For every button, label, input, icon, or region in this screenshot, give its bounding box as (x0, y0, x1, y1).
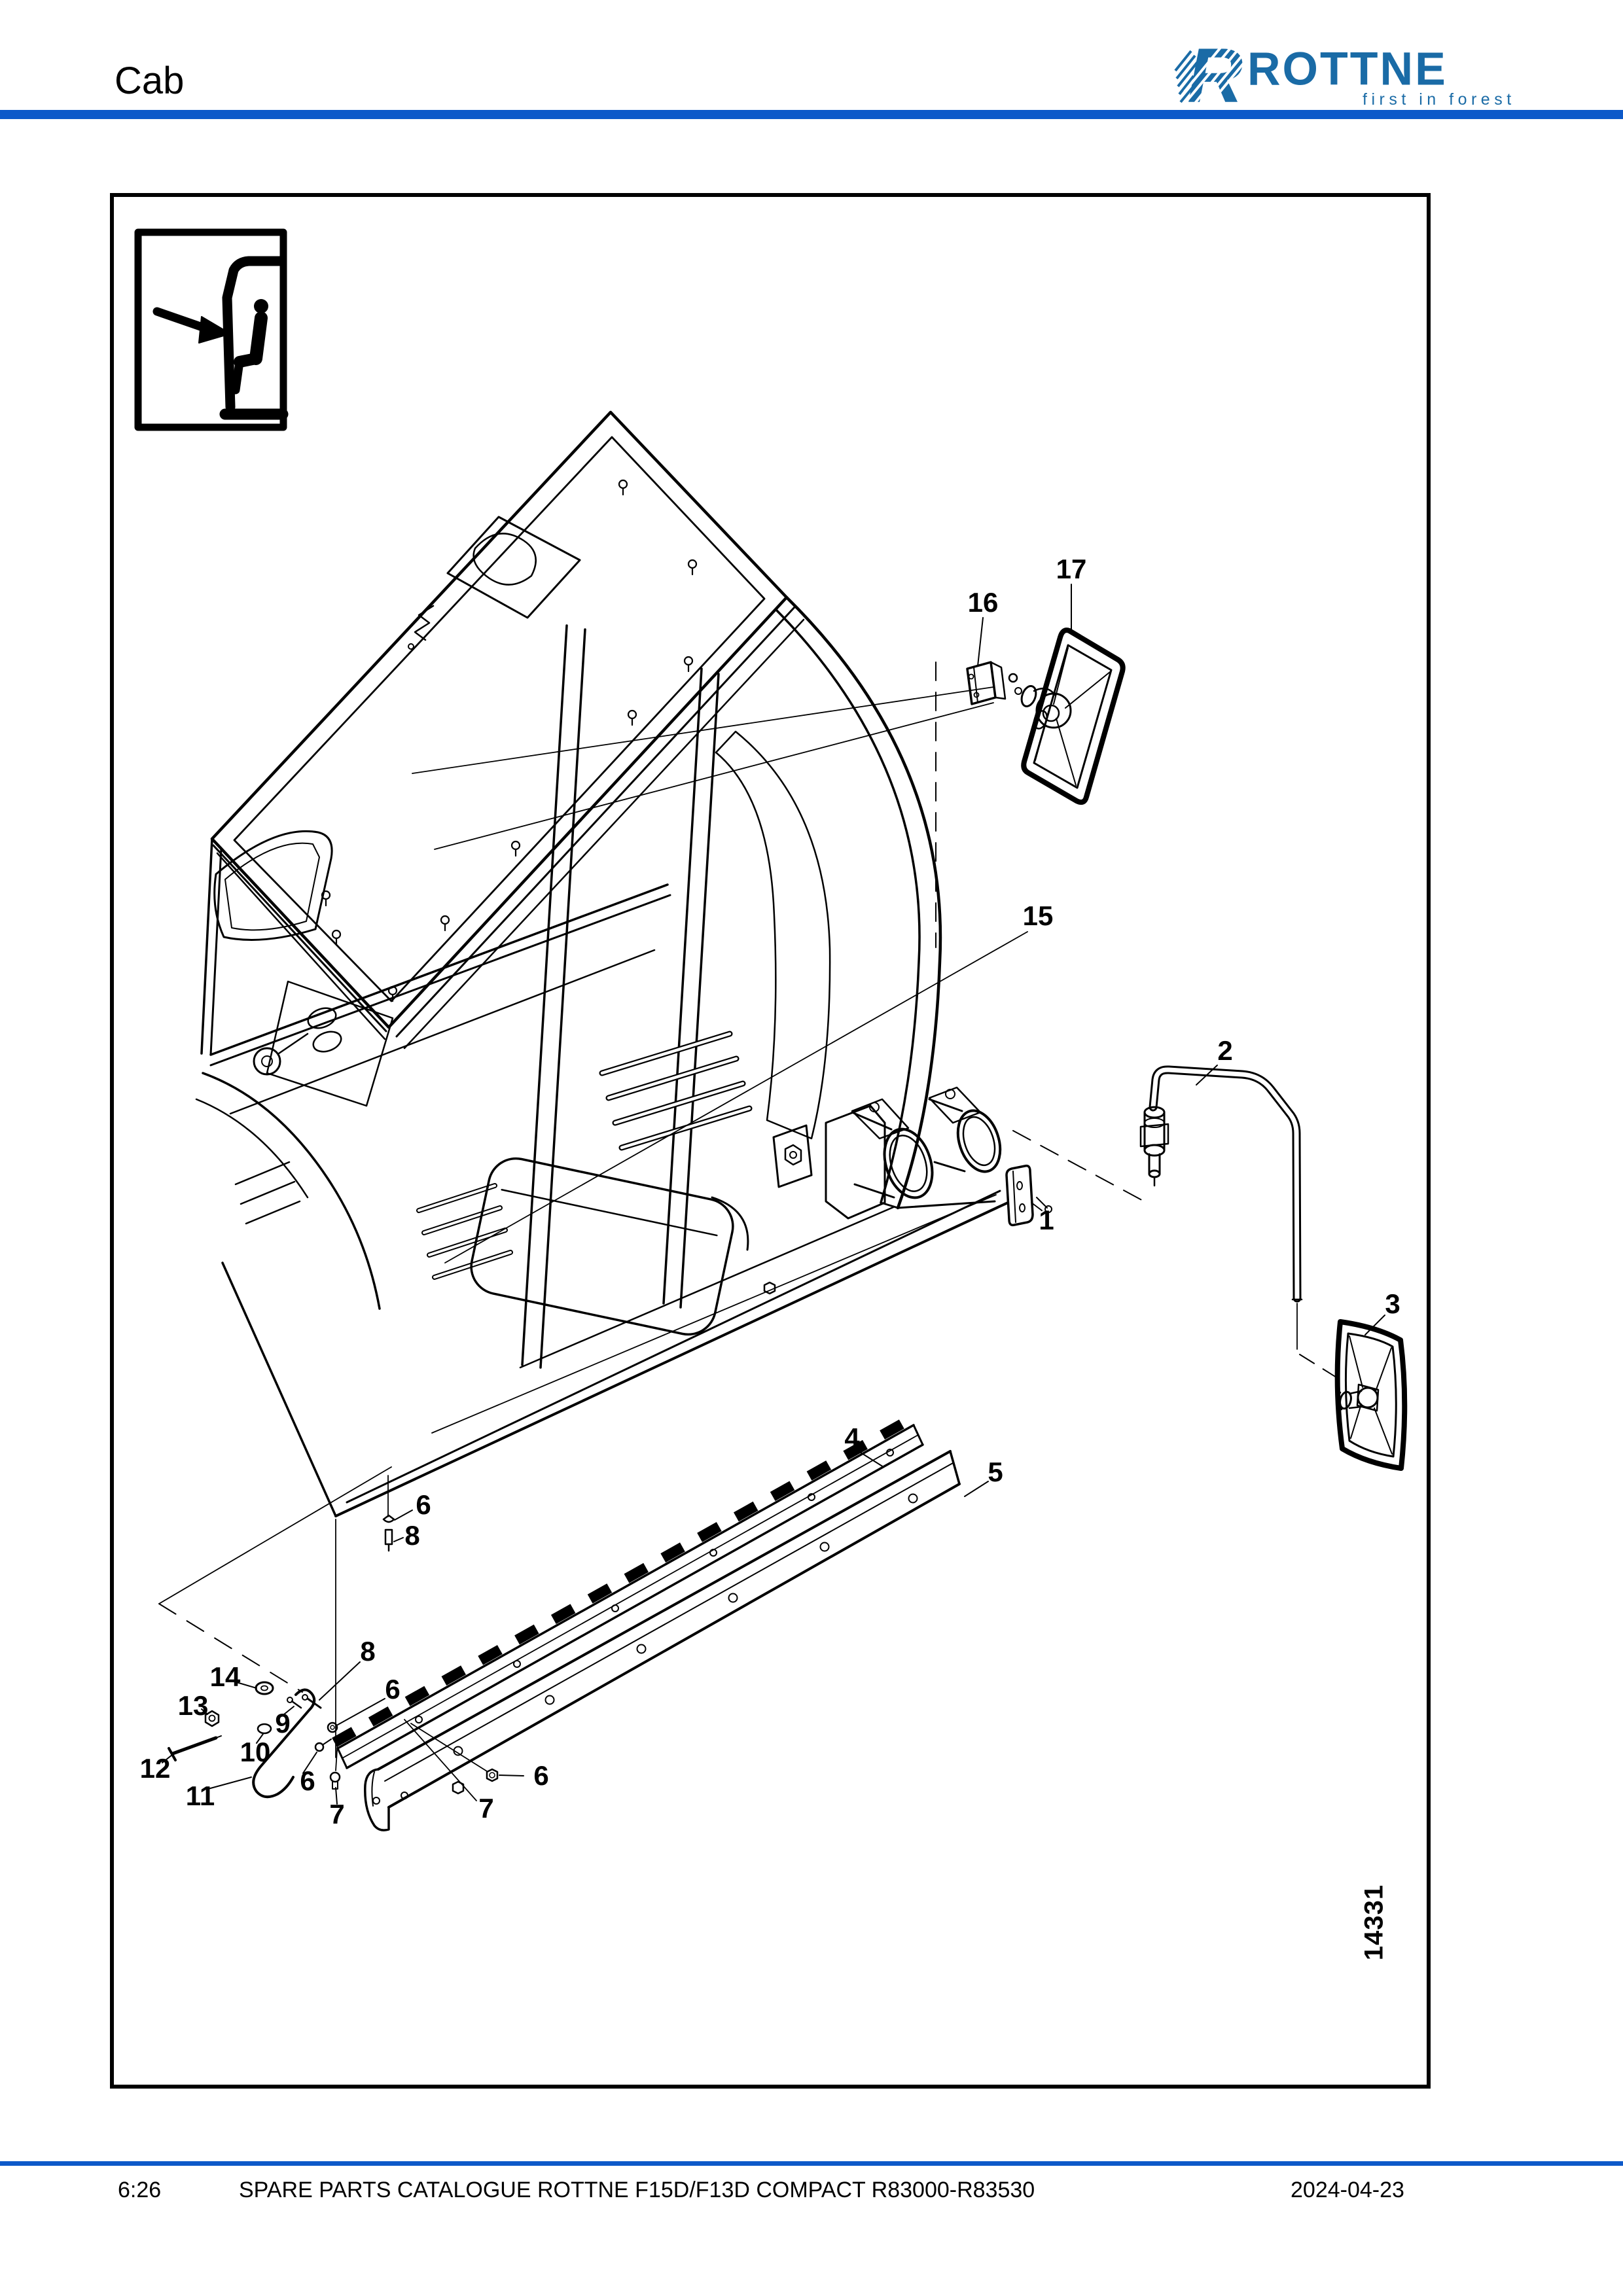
callout-15: 15 (1022, 900, 1054, 931)
callout-17: 17 (1056, 554, 1087, 584)
callout-4: 4 (844, 1422, 860, 1453)
part-3-mirror (1334, 1319, 1408, 1471)
cab-body (195, 410, 1009, 1517)
callout-13: 13 (177, 1690, 209, 1721)
part-2-mirror-arm (1139, 1065, 1303, 1303)
callout-7: 7 (329, 1799, 345, 1829)
seat (470, 1157, 734, 1336)
figure-number: 14331 (1359, 1884, 1389, 1961)
work-lamps (772, 1086, 1002, 1220)
logo-tagline-text: first in forest (1363, 90, 1516, 109)
callout-11: 11 (185, 1780, 215, 1811)
rottne-r-mark-icon: R (1174, 34, 1246, 113)
callout-5: 5 (988, 1457, 1003, 1487)
callout-1: 1 (1039, 1205, 1054, 1235)
callout-12: 12 (139, 1753, 171, 1784)
seat-direction-icon (134, 228, 289, 431)
footer-page-number: 6:26 (118, 2178, 162, 2202)
figure-frame (110, 193, 1431, 2089)
callout-6: 6 (416, 1489, 431, 1520)
callout-6: 6 (300, 1765, 315, 1796)
footer-catalogue-title: SPARE PARTS CATALOGUE ROTTNE F15D/F13D C… (239, 2178, 1035, 2202)
callout-3: 3 (1385, 1288, 1400, 1319)
callout-6: 6 (533, 1760, 549, 1791)
callout-8: 8 (404, 1520, 420, 1551)
footer-date: 2024-04-23 (1291, 2178, 1404, 2202)
callout-16: 16 (967, 587, 999, 618)
callout-14: 14 (209, 1661, 241, 1692)
footer-rule (0, 2161, 1623, 2166)
callout-8: 8 (360, 1636, 376, 1667)
parts-9-14-cluster (168, 1681, 316, 1799)
header-rule (0, 110, 1623, 119)
leader-lines (158, 584, 1385, 1805)
logo-brand-text: ROTTNE (1247, 43, 1448, 95)
rottne-logo: R ROTTNE first in forest (1174, 34, 1531, 113)
part-5-panel (364, 1450, 961, 1831)
roof-screws (321, 479, 698, 1002)
part-16-bracket (966, 661, 1022, 705)
callout-7: 7 (478, 1793, 494, 1824)
part-4-notched-rail (332, 1415, 924, 1769)
vent-slats (416, 1031, 753, 1280)
fasteners (302, 1281, 776, 1795)
callout-10: 10 (240, 1737, 271, 1767)
part-17-mirror (1020, 627, 1126, 805)
callout-2: 2 (1217, 1035, 1233, 1066)
part-1-bracket (1005, 1164, 1052, 1227)
callout-6: 6 (385, 1674, 401, 1704)
callout-9: 9 (275, 1708, 291, 1739)
page-title: Cab (115, 60, 185, 102)
